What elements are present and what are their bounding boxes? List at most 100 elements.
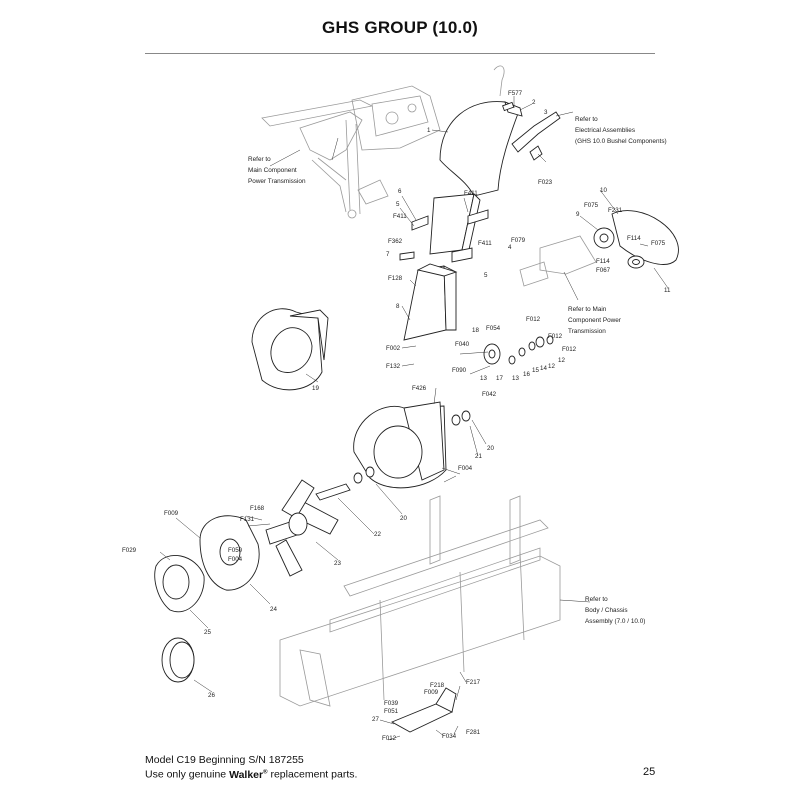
callout-2: 2: [532, 99, 536, 106]
callout-4: 4: [508, 244, 512, 251]
callout-f004: F004: [228, 556, 243, 563]
callout-6: 6: [398, 188, 402, 195]
callout-f050: F050: [228, 547, 243, 554]
callout-f090: F090: [452, 367, 467, 374]
callout-f075: F075: [651, 240, 666, 247]
callout-25: 25: [204, 629, 211, 636]
callout-f362: F362: [388, 238, 403, 245]
callout-f029: F029: [122, 547, 137, 554]
callout-f114: F114: [627, 235, 641, 242]
callout-24: 24: [270, 606, 277, 613]
registered-mark: ®: [263, 769, 268, 775]
note-text: Refer to: [585, 596, 608, 603]
callout-f002: F002: [386, 345, 401, 352]
callout-21: 21: [475, 453, 482, 460]
callout-f411: F411: [478, 240, 492, 247]
callout-13: 13: [480, 375, 487, 382]
part-21-front-housing: [353, 401, 447, 489]
callout-f075: F075: [584, 202, 599, 209]
note-text: Component Power: [568, 317, 622, 324]
part-6-chute-adapter: [399, 193, 489, 263]
callout-10: 10: [600, 187, 607, 194]
callout-16: 16: [523, 371, 530, 378]
footer: Model C19 Beginning S/N 187255 Use only …: [145, 754, 357, 781]
callout-9: 9: [576, 211, 580, 218]
part-26-band: [161, 637, 195, 683]
model-line: Model C19 Beginning S/N 187255: [145, 754, 304, 766]
callout-15: 15: [532, 367, 539, 374]
note-electrical: Refer to Electrical Assemblies (GHS 10.0…: [575, 116, 667, 145]
note-text: Electrical Assemblies: [575, 127, 635, 134]
note-text: Transmission: [568, 328, 606, 335]
note-text: Body / Chassis: [585, 607, 628, 614]
callout-f128: F128: [388, 275, 403, 282]
callout-f004: F004: [458, 465, 473, 472]
title-divider: [145, 53, 655, 54]
gearbox-assembly: [519, 210, 679, 287]
callout-f009: F009: [164, 510, 179, 517]
part-8-lower-chute: [403, 263, 458, 341]
part-3-actuator: [502, 101, 561, 161]
callout-f012: F012: [548, 333, 563, 340]
callout-11: 11: [664, 287, 671, 294]
callout-8: 8: [396, 303, 400, 310]
callout-1: 1: [427, 127, 431, 134]
part-19-rear-housing: [251, 308, 329, 391]
callout-7: 7: [386, 251, 390, 258]
note-text: Assembly (7.0 / 10.0): [585, 618, 645, 625]
callout-23: 23: [334, 560, 341, 567]
callout-18: 18: [472, 327, 479, 334]
callout-12: 12: [558, 357, 565, 364]
callout-f067: F067: [596, 267, 611, 274]
callout-5: 5: [396, 201, 400, 208]
part-27-bracket: [390, 687, 457, 733]
callout-22: 22: [374, 531, 381, 538]
callout-13: 13: [512, 375, 519, 382]
callout-f009: F009: [424, 689, 439, 696]
note-text: Main Component: [248, 167, 297, 174]
part-24-cover-plate: [199, 515, 260, 591]
callout-f034: F034: [442, 733, 457, 740]
callout-20: 20: [400, 515, 407, 522]
callout-f411: F411: [393, 213, 407, 220]
callout-f114: F114: [596, 258, 610, 265]
callout-f023: F023: [538, 179, 553, 186]
callout-19: 19: [312, 385, 319, 392]
callout-27: 27: [372, 716, 379, 723]
callout-f131: F131: [240, 516, 255, 523]
callout-f231: F231: [608, 207, 623, 214]
callout-f012: F012: [526, 316, 541, 323]
callout-14: 14: [540, 365, 547, 372]
brand-name: Walker®: [229, 769, 267, 781]
callout-f079: F079: [511, 237, 526, 244]
callout-f054: F054: [486, 325, 501, 332]
ghost-chassis: [279, 495, 561, 707]
callout-f051: F051: [384, 708, 399, 715]
callout-20: 20: [487, 445, 494, 452]
note-text: Refer to: [248, 156, 271, 163]
callout-5: 5: [484, 272, 488, 279]
note-text: (GHS 10.0 Bushel Components): [575, 138, 667, 145]
callout-f577: F577: [508, 90, 523, 97]
callout-f281: F281: [466, 729, 481, 736]
callout-f168: F168: [250, 505, 265, 512]
note-component-power: Refer to Main Component Power Transmissi…: [568, 306, 622, 335]
callout-f012: F012: [382, 735, 397, 742]
callout-f218: F218: [430, 682, 445, 689]
callout-labels: 1 2 3 F577 F023 6 5 F411 F411 F411 F079 …: [122, 90, 671, 742]
callout-26: 26: [208, 692, 215, 699]
note-text: Power Transmission: [248, 178, 306, 185]
part-1-chute-hood: [439, 65, 523, 197]
part-25-collar: [154, 555, 205, 613]
callout-f042: F042: [482, 391, 497, 398]
callout-f039: F039: [384, 700, 399, 707]
callout-f012: F012: [562, 346, 577, 353]
note-main-power: Refer to Main Component Power Transmissi…: [248, 156, 306, 185]
page-number: 25: [643, 766, 656, 778]
callout-3: 3: [544, 109, 548, 116]
idler-bearing-stack: [459, 335, 554, 375]
callout-12: 12: [548, 363, 555, 370]
callout-f132: F132: [386, 363, 401, 370]
note-text: Refer to Main: [568, 306, 607, 313]
